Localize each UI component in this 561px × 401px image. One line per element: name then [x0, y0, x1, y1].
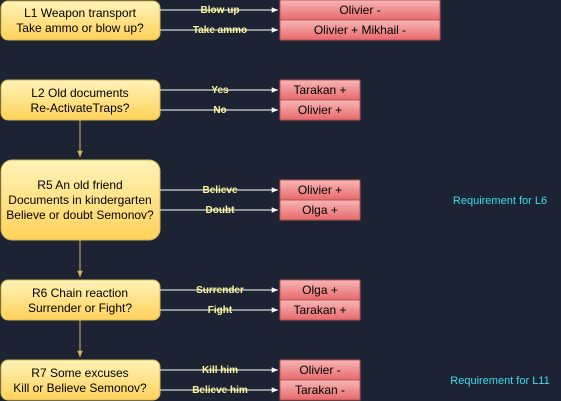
edge-label-blow-up: Blow up: [201, 5, 240, 16]
outcome-olivier-minus-l1: Olivier -: [279, 0, 441, 21]
node-r6: R6 Chain reaction Surrender or Fight?: [0, 279, 161, 321]
node-r6-title: R6 Chain reaction: [32, 286, 128, 300]
svg-text:Olga +: Olga +: [302, 283, 338, 297]
node-r7-title: R7 Some excuses: [31, 366, 128, 380]
node-l2: L2 Old documents Re-ActivateTraps?: [0, 79, 161, 121]
node-l2-box: [0, 79, 161, 121]
node-l1: L1 Weapon transport Take ammo or blow up…: [0, 0, 161, 41]
svg-text:Olga +: Olga +: [302, 203, 338, 217]
outcome-olga-plus-r5: Olga +: [279, 199, 361, 221]
outcome-olga-plus-r6: Olga +: [279, 279, 361, 301]
node-r5-title: R5 An old friend: [37, 178, 122, 192]
node-r6-question: Surrender or Fight?: [28, 301, 132, 315]
svg-text:Olivier +: Olivier +: [298, 183, 342, 197]
outcome-olivier-minus-r7: Olivier -: [279, 359, 361, 381]
node-r5-box: [0, 159, 161, 241]
edge-label-fight: Fight: [208, 305, 233, 316]
outcome-tarakan-plus-r6: Tarakan +: [279, 299, 361, 321]
node-r7-question: Kill or Believe Semonov?: [13, 381, 147, 395]
edge-label-kill-him: Kill him: [202, 365, 238, 376]
requirement-l6-label: Requirement for L6: [453, 195, 547, 207]
node-r5-question: Believe or doubt Semonov?: [6, 208, 154, 222]
svg-text:Olivier +: Olivier +: [298, 103, 342, 117]
node-r7-box: [0, 359, 161, 401]
outcome-tarakan-minus-r7: Tarakan -: [279, 379, 361, 401]
node-l2-question: Re-ActivateTraps?: [31, 101, 130, 115]
node-l1-title: L1 Weapon transport: [24, 6, 137, 20]
node-l2-title: L2 Old documents: [31, 86, 128, 100]
svg-text:Olivier -: Olivier -: [299, 363, 340, 377]
outcome-olivier-plus-mikhail-minus: Olivier + Mikhail -: [279, 19, 441, 41]
outcome-olivier-plus-l2: Olivier +: [279, 99, 361, 121]
svg-text:Tarakan +: Tarakan +: [293, 303, 346, 317]
node-r5-subtitle: Documents in kindergarten: [8, 193, 151, 207]
edge-label-believe: Believe: [202, 185, 237, 196]
outcome-olivier-plus-r5: Olivier +: [279, 179, 361, 201]
node-r7: R7 Some excuses Kill or Believe Semonov?: [0, 359, 161, 401]
node-r5: R5 An old friend Documents in kindergart…: [0, 159, 161, 241]
svg-text:Tarakan +: Tarakan +: [293, 83, 346, 97]
svg-text:Tarakan -: Tarakan -: [295, 383, 345, 397]
node-l1-box: [0, 0, 161, 41]
outcome-tarakan-plus-l2: Tarakan +: [279, 79, 361, 101]
edge-label-no: No: [213, 105, 226, 116]
svg-text:Olivier + Mikhail -: Olivier + Mikhail -: [314, 23, 406, 37]
edge-label-take-ammo: Take ammo: [193, 25, 247, 36]
node-l1-question: Take ammo or blow up?: [16, 21, 144, 35]
edge-label-yes: Yes: [211, 85, 229, 96]
edge-label-believe-him: Believe him: [192, 385, 248, 396]
requirement-l11-label: Requirement for L11: [450, 375, 549, 387]
svg-text:Olivier -: Olivier -: [339, 3, 380, 17]
edge-label-surrender: Surrender: [196, 285, 244, 296]
edge-label-doubt: Doubt: [206, 205, 236, 216]
node-r6-box: [0, 279, 161, 321]
